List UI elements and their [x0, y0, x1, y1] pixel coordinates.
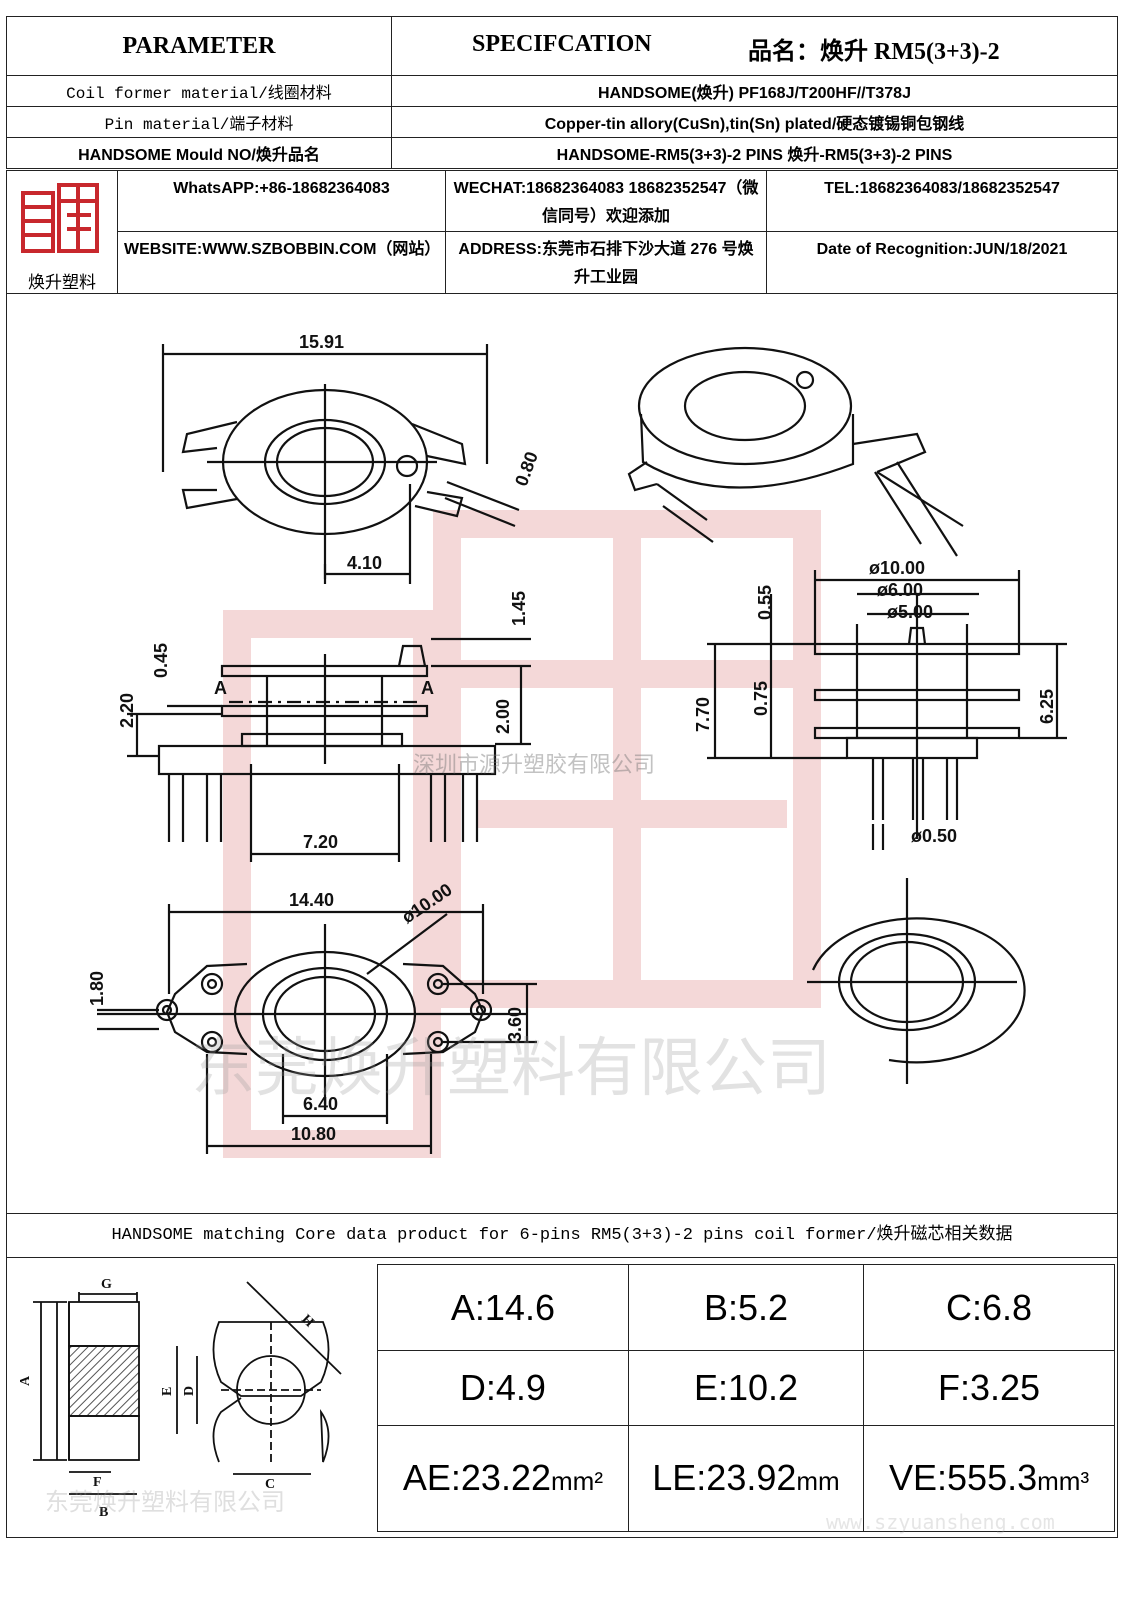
mould-no-label: HANDSOME Mould NO/焕升品名 [6, 137, 392, 169]
core-diagram: G H A E D F B C 东莞焕升塑料有限公司 [18, 1277, 342, 1520]
core-letter-a: A [18, 1375, 33, 1386]
section-mark-right: A [421, 678, 434, 698]
dim-u: 6.40 [303, 1094, 338, 1114]
core-value-c: C:6.8 [863, 1263, 1115, 1352]
core-data-block: G H A E D F B C 东莞焕升塑料有限公司 A:14.6 B:5.2 … [6, 1258, 1118, 1538]
product-name: 品名：焕升 RM5(3+3)-2 [748, 39, 1000, 65]
core-letter-f: F [93, 1475, 102, 1490]
dim-c: 4.10 [347, 553, 382, 573]
dim-v: 10.80 [291, 1124, 336, 1144]
core-data-title: HANDSOME matching Core data product for … [6, 1214, 1118, 1258]
address-cell: ADDRESS:东莞市石排下沙大道 276 号焕升工业园 [445, 232, 766, 293]
core-letter-d: D [182, 1386, 197, 1396]
logo-icon [21, 183, 99, 253]
core-param-ve-unit: mm³ [1037, 1466, 1090, 1497]
pin-material-value: Copper-tin allory(CuSn),tin(Sn) plated/硬… [391, 106, 1118, 138]
core-value-f: F:3.25 [863, 1350, 1115, 1426]
whatsapp-cell: WhatsAPP:+86-18682364083 [117, 171, 445, 232]
dim-g: 2.00 [493, 699, 513, 734]
website-cell: WEBSITE:WWW.SZBOBBIN.COM（网站） [117, 232, 445, 293]
coil-material-value: HANDSOME(焕升) PF168J/T200HF//T378J [391, 75, 1118, 107]
dim-l: ø5.00 [887, 602, 933, 622]
core-param-ae-unit: mm² [551, 1466, 603, 1497]
core-letter-e: E [160, 1387, 175, 1396]
specification-label: SPECIFCATION [472, 31, 652, 57]
core-letter-b: B [99, 1505, 108, 1520]
pin-material-label: Pin material/端子材料 [6, 106, 392, 138]
dim-o: 6.25 [1037, 689, 1057, 724]
dim-a: 15.91 [299, 332, 344, 352]
dim-d: 1.45 [509, 591, 529, 626]
core-letter-h: H [298, 1312, 316, 1330]
dim-r: 1.80 [87, 971, 107, 1006]
dim-e: 2.20 [117, 693, 137, 728]
logo-caption: 焕升塑料 [28, 273, 96, 292]
dim-q: 14.40 [289, 890, 334, 910]
core-param-ve-value: VE:555.3 [889, 1457, 1038, 1499]
dim-k: ø6.00 [877, 580, 923, 600]
section-mark-left: A [214, 678, 227, 698]
parameter-heading: PARAMETER [6, 16, 392, 76]
core-value-d: D:4.9 [377, 1350, 629, 1426]
dim-n: 0.75 [751, 681, 771, 716]
core-param-ae: AE:23.22mm² [377, 1424, 629, 1533]
core-param-ve: VE:555.3mm³ [863, 1424, 1115, 1533]
drawing-canvas: 15.91 0.80 4.10 1.45 2.20 0.45 2.00 7.20… [87, 332, 1067, 1158]
date-cell: Date of Recognition:JUN/18/2021 [766, 232, 1117, 293]
core-letter-c: C [265, 1477, 275, 1492]
technical-drawing: 15.91 0.80 4.10 1.45 2.20 0.45 2.00 7.20… [6, 294, 1118, 1214]
core-values-table: A:14.6 B:5.2 C:6.8 D:4.9 E:10.2 F:3.25 A… [377, 1263, 1115, 1533]
watermark-bottom: 东莞焕升塑料有限公司 [191, 1032, 831, 1106]
core-param-ae-value: AE:23.22 [402, 1457, 551, 1499]
core-param-le-unit: mm [796, 1466, 840, 1497]
core-letter-g: G [101, 1277, 112, 1292]
watermark-center: 深圳市源升塑胶有限公司 [413, 753, 655, 778]
core-value-a: A:14.6 [377, 1263, 629, 1352]
tel-cell: TEL:18682364083/18682352547 [766, 171, 1117, 232]
spec-sheet: PARAMETER SPECIFCATION 品名：焕升 RM5(3+3)-2 … [6, 16, 1118, 1561]
core-param-le: LE:23.92mm [627, 1424, 865, 1533]
contact-block: 焕升塑料 WhatsAPP:+86-18682364083 WECHAT:186… [6, 170, 1118, 294]
dim-j: ø10.00 [869, 558, 925, 578]
dim-i: 0.55 [755, 585, 775, 620]
company-logo: 焕升塑料 [7, 171, 117, 293]
dim-f: 0.45 [151, 643, 171, 678]
core-value-e: E:10.2 [627, 1350, 865, 1426]
watermark-corner: 东莞焕升塑料有限公司 [45, 1488, 285, 1516]
coil-material-label: Coil former material/线圈材料 [6, 75, 392, 107]
dim-t: 3.60 [505, 1007, 525, 1042]
specification-heading: SPECIFCATION 品名：焕升 RM5(3+3)-2 [391, 16, 1118, 76]
watermark-url: www.szyuansheng.com [826, 1510, 1055, 1534]
spec-table: PARAMETER SPECIFCATION 品名：焕升 RM5(3+3)-2 … [6, 16, 1118, 169]
dim-p: ø0.50 [911, 826, 957, 846]
dim-b: 0.80 [511, 449, 542, 489]
core-param-le-value: LE:23.92 [652, 1457, 797, 1499]
dim-h: 7.20 [303, 832, 338, 852]
wechat-cell: WECHAT:18682364083 18682352547（微信同号）欢迎添加 [445, 171, 766, 232]
core-value-b: B:5.2 [627, 1263, 865, 1352]
dim-m: 7.70 [693, 697, 713, 732]
mould-no-value: HANDSOME-RM5(3+3)-2 PINS 焕升-RM5(3+3)-2 P… [391, 137, 1118, 169]
